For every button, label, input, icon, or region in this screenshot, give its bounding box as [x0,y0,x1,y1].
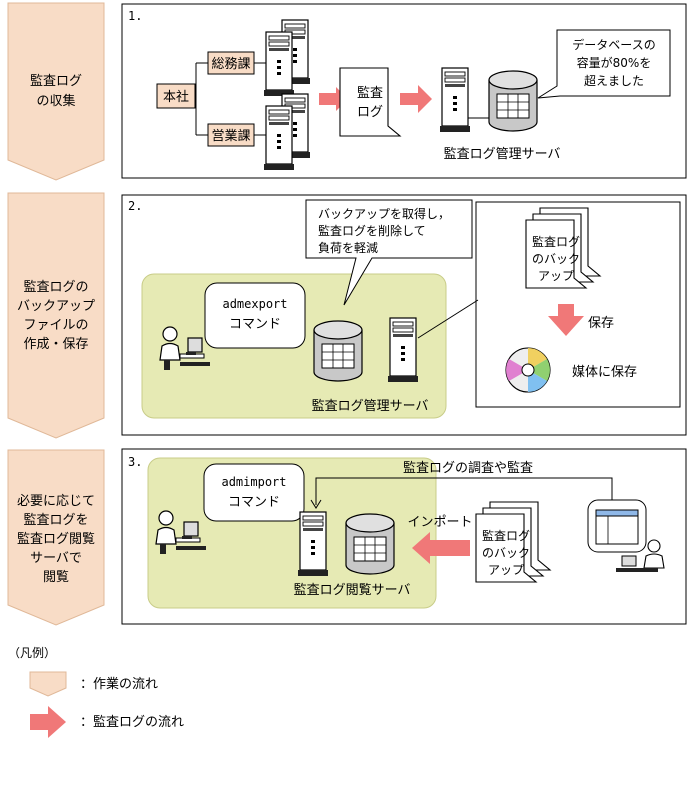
disc-icon [505,347,551,393]
panel-3-server-label: 監査ログ閲覧サーバ [294,582,411,598]
admexport-command-name: admexport [222,297,287,311]
server-icon [263,31,295,97]
backup-callout-line-1: バックアップを取得し， [318,206,450,221]
step-3-line-3: 監査ログ閲覧 [17,531,95,547]
doc-line-1: 監査 [357,85,383,101]
database-icon [345,513,395,575]
step-2-line-3: ファイルの [23,318,88,333]
panel-3-backup-line-3: アップ [488,563,524,577]
legend-work-flow-label: ：作業の流れ [80,676,158,692]
import-label: インポート [407,515,472,530]
capacity-callout [537,29,671,99]
step-2-line-1: 監査ログの [23,279,88,295]
step-3-line-4: サーバで [30,551,82,566]
save-label: 保存 [588,316,614,331]
step-1-line-2: の収集 [36,93,75,109]
panel-3-number: 3. [128,455,142,469]
step-3-line-5: 閲覧 [43,569,69,585]
admexport-command-box [204,282,306,349]
legend-log-flow-label: ：監査ログの流れ [80,714,184,730]
step-chevron-1: 監査ログ の収集 [7,2,105,181]
hq-label: 本社 [163,89,189,105]
hq-box [156,83,196,109]
legend: （凡例） ：作業の流れ ：監査ログの流れ [8,646,184,738]
step-1-line-1: 監査ログ [30,73,82,89]
dept-general-label: 総務課 [211,56,250,72]
admimport-command-name: admimport [221,475,286,489]
backup-callout-line-3: 負荷を軽減 [318,240,378,255]
panel-2-server-label: 監査ログ管理サーバ [312,398,429,414]
database-icon [488,70,538,132]
database-icon [313,320,363,382]
backup-callout-line-2: 監査ログを削除して [318,223,426,238]
server-icon [387,317,419,383]
step-3-line-2: 監査ログを [23,512,88,528]
panel-1-number: 1. [128,9,142,23]
dept-sales-box [207,123,255,147]
legend-work-flow-icon [29,671,67,697]
panel-3-backup-line-2: のバック [482,546,530,560]
panel-2: 2. admexport コマンド 監査ログ管理サーバ バックアップを取得し， … [121,194,687,436]
admimport-command-label: コマンド [228,495,280,510]
panel-3-backup-line-1: 監査ログ [482,528,530,543]
backup-callout [305,199,473,306]
import-arrow [412,532,470,564]
save-arrow [548,304,584,336]
step-2-line-4: 作成・保存 [23,337,88,352]
step-chevron-2: 監査ログの バックアップ ファイルの 作成・保存 [7,192,105,439]
callout-line-3: 超えました [584,73,644,88]
viewer-window-icon [587,499,647,553]
investigator-icon [616,539,665,572]
investigate-label: 監査ログの調査や監査 [403,460,533,476]
admexport-command-label: コマンド [229,317,281,332]
panel-1: 1. 本社 総務課 営業課 監査 ログ 監査ログ管理サーバ [121,3,687,179]
doc-line-2: ログ [357,105,383,120]
step-2-line-2: バックアップ [17,299,95,314]
panel-2-number: 2. [128,199,142,213]
callout-line-2: 容量が80%を [577,55,652,70]
callout-line-1: データベースの [572,37,655,52]
dept-general-box [207,51,255,75]
panel-3: 3. admimport コマンド 監査ログ閲覧サーバ 監査ログの調査や監査 イ… [121,448,687,625]
server-icon [297,511,329,577]
admimport-command-box [203,463,305,522]
legend-title: （凡例） [8,646,56,660]
backup-line-3: アップ [538,269,574,283]
backup-line-2: のバック [532,252,580,266]
panel-1-server-label: 監査ログ管理サーバ [444,146,561,162]
log-flow-arrow [400,85,432,113]
step-chevron-3: 必要に応じて 監査ログを 監査ログ閲覧 サーバで 閲覧 [7,449,105,626]
legend-log-flow-icon [30,706,66,738]
server-icon [439,67,471,133]
media-label: 媒体に保存 [572,365,637,380]
backup-line-1: 監査ログ [532,234,580,249]
server-icon [263,105,295,171]
dept-sales-label: 営業課 [211,128,250,144]
step-3-line-1: 必要に応じて [17,494,95,509]
